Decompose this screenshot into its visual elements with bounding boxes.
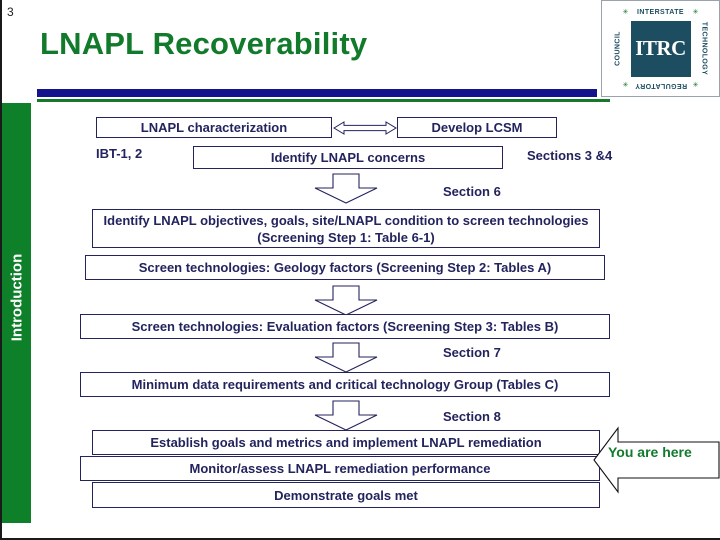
label-section-7: Section 7 [443,345,501,360]
logo-star-icon-br: ✳ [692,81,699,89]
logo-core-mark: ITRC [630,20,691,77]
page-title: LNAPL Recoverability [40,26,368,61]
down-arrow-icon-4 [314,400,378,431]
slide-number: 3 [7,5,14,19]
itrc-logo: INTERSTATE TECHNOLOGY REGULATORY COUNCIL… [601,0,720,97]
label-section-8: Section 8 [443,409,501,424]
down-arrow-icon-1 [314,173,378,204]
you-are-here-arrow-icon [593,426,720,494]
logo-star-icon-tl: ✳ [622,8,629,16]
flow-box-identify-lnapl-concerns[interactable]: Identify LNAPL concerns [193,146,503,169]
bidirectional-arrow-icon [333,121,397,135]
logo-word-technology: TECHNOLOGY [700,21,707,75]
label-section-6: Section 6 [443,184,501,199]
title-rule-blue [37,89,597,97]
bottom-border-line [0,538,720,540]
you-are-here-label: You are here [608,444,692,460]
logo-star-icon-bl: ✳ [622,81,629,89]
flow-box-lnapl-characterization[interactable]: LNAPL characterization [96,117,332,138]
label-sections-3-4: Sections 3 &4 [527,148,613,163]
title-rule-green [37,99,610,102]
down-arrow-icon-3 [314,342,378,373]
label-ibt: IBT-1, 2 [96,146,143,161]
flow-box-screen-geology[interactable]: Screen technologies: Geology factors (Sc… [85,255,605,280]
logo-word-council: COUNCIL [614,30,621,66]
flow-box-minimum-data[interactable]: Minimum data requirements and critical t… [80,372,610,397]
flow-box-identify-objectives[interactable]: Identify LNAPL objectives, goals, site/L… [92,209,600,248]
logo-star-icon-tr: ✳ [692,8,699,16]
flow-box-establish-goals[interactable]: Establish goals and metrics and implemen… [92,430,600,455]
flow-box-demonstrate-goals[interactable]: Demonstrate goals met [92,482,600,508]
sidebar-item-introduction: Introduction [8,253,26,342]
flow-box-develop-lcsm[interactable]: Develop LCSM [397,117,557,138]
itrc-logo-inner: INTERSTATE TECHNOLOGY REGULATORY COUNCIL… [609,7,713,91]
sidebar-section-band: Introduction [2,103,31,523]
down-arrow-icon-2 [314,285,378,316]
logo-acronym: ITRC [635,36,686,60]
left-border-line [0,0,2,540]
flow-box-screen-evaluation[interactable]: Screen technologies: Evaluation factors … [80,314,610,339]
logo-word-interstate: INTERSTATE [637,8,684,16]
flow-box-monitor-assess[interactable]: Monitor/assess LNAPL remediation perform… [80,456,600,481]
